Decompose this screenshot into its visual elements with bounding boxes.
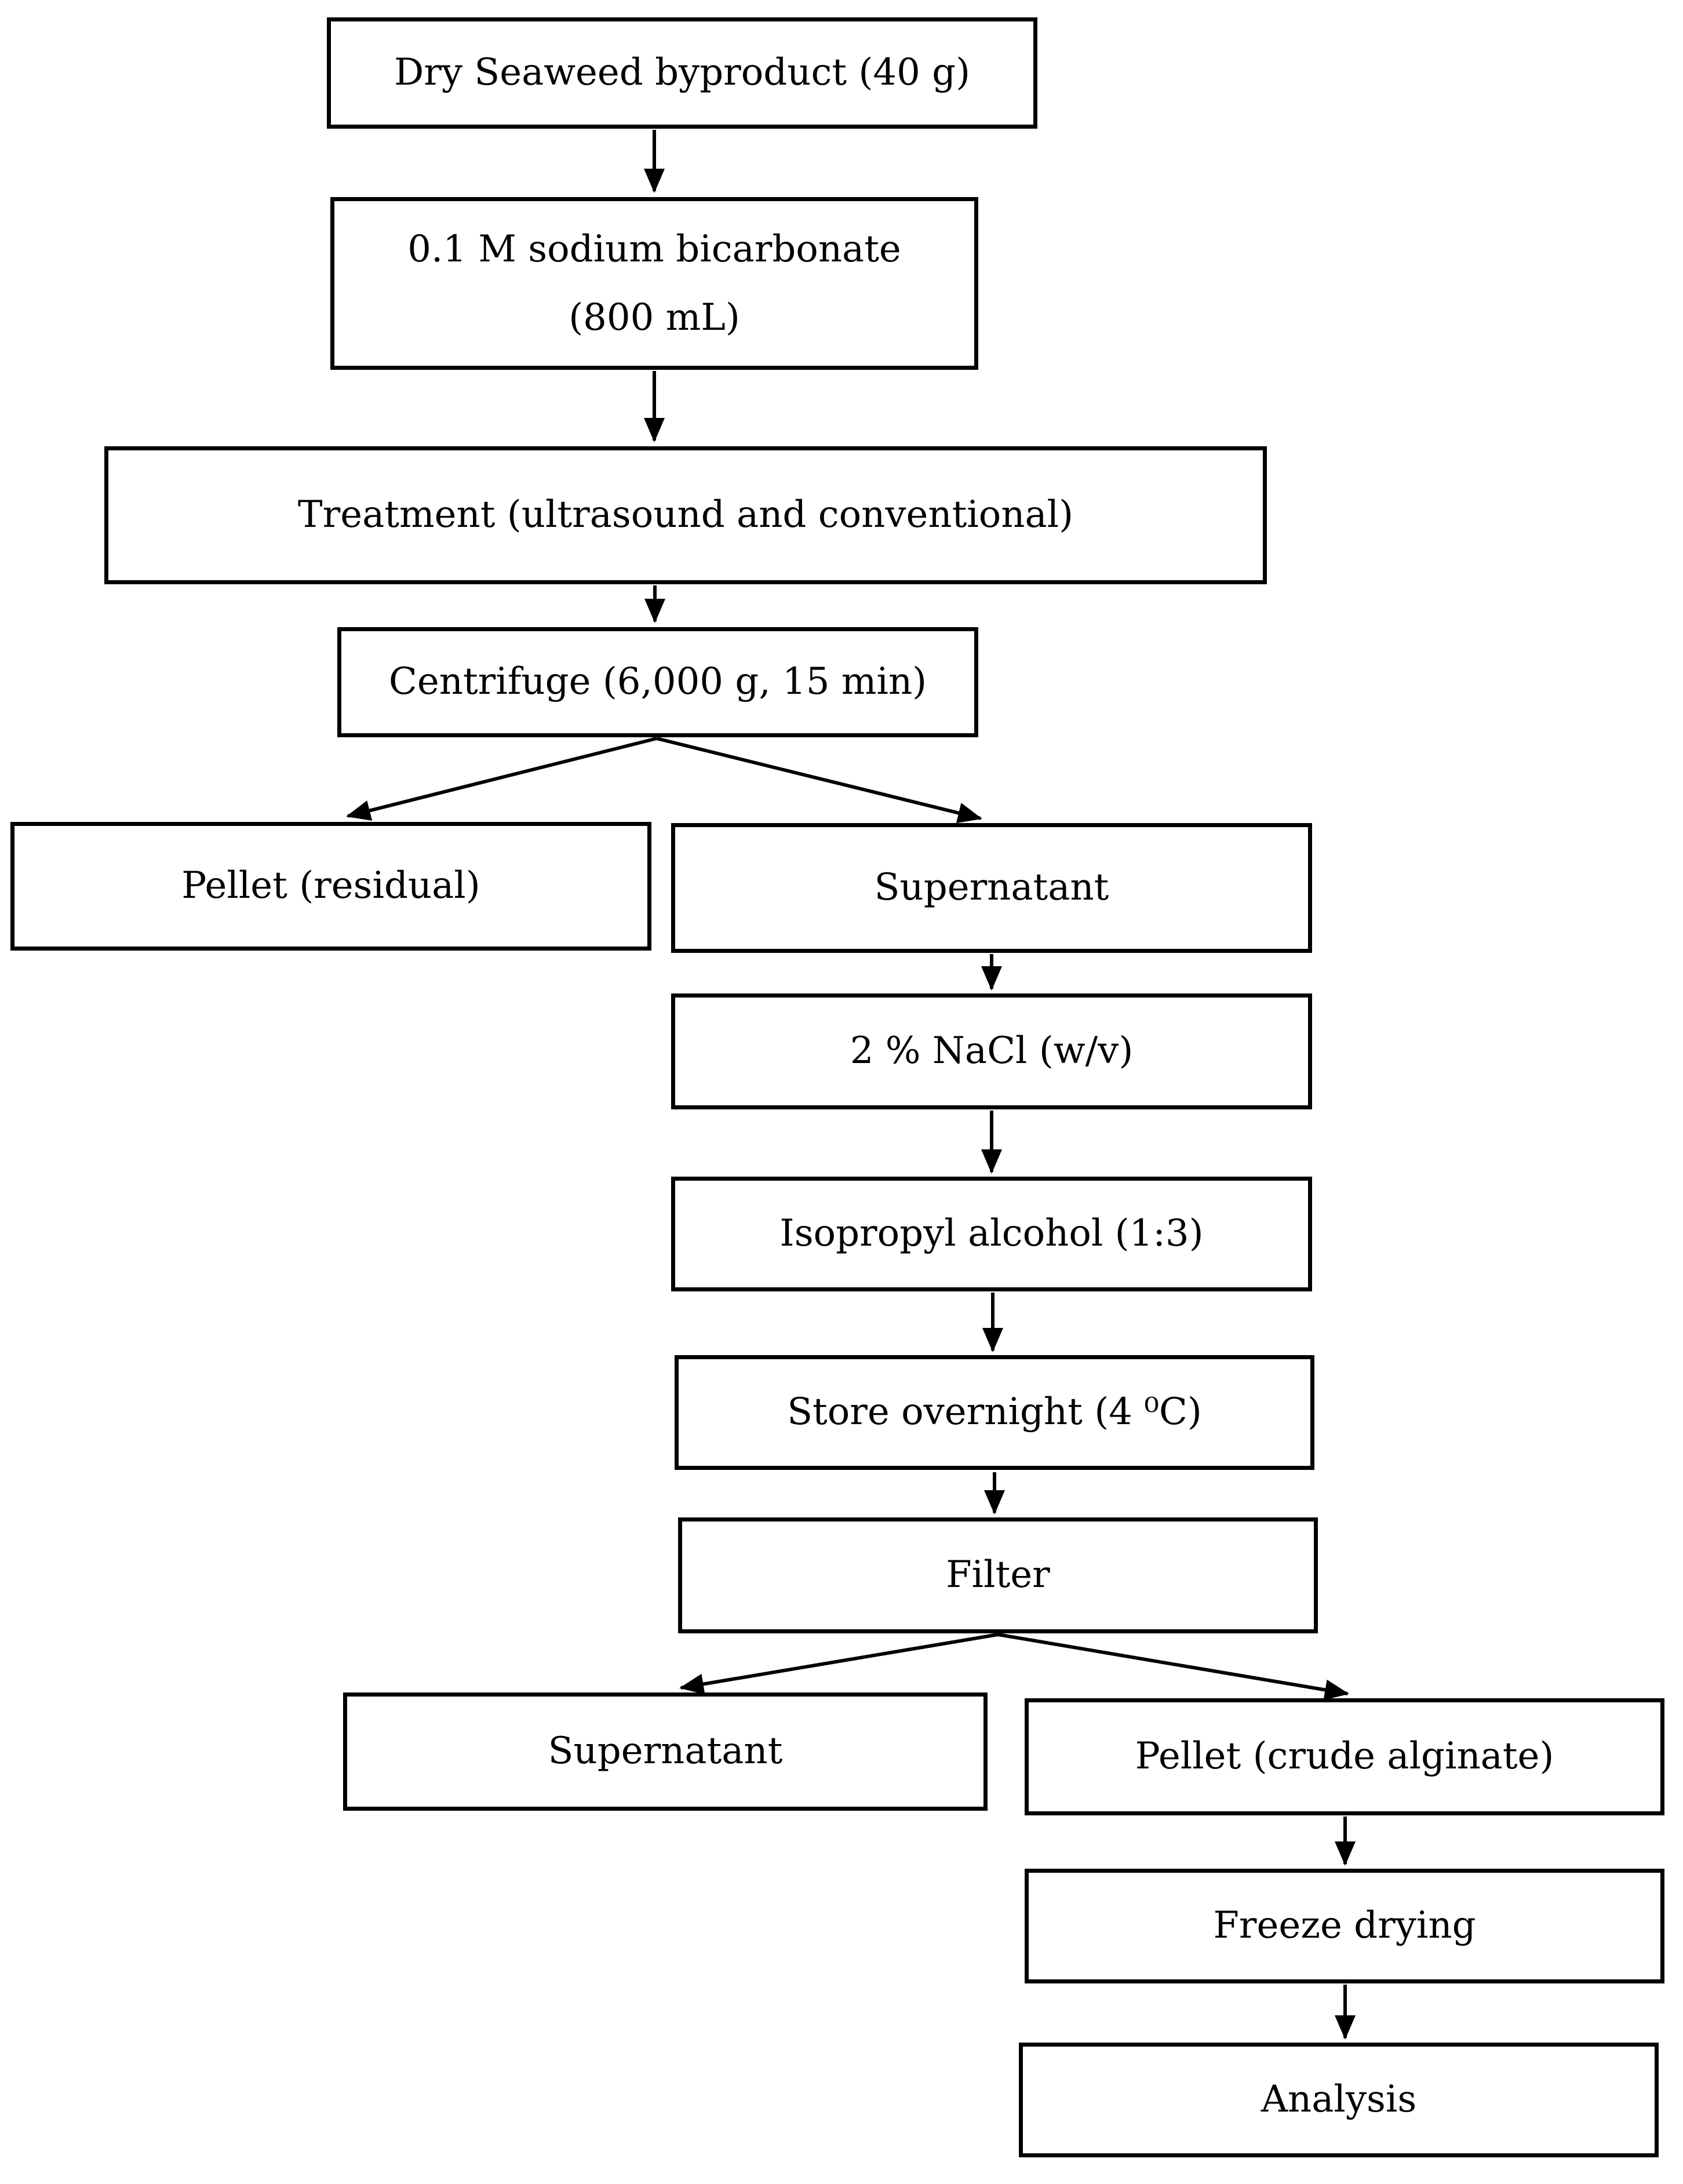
node-label-supernatant-1: Supernatant bbox=[874, 866, 1109, 909]
node-label-dry-seaweed-byproduct: Dry Seaweed byproduct (40 g) bbox=[394, 51, 971, 94]
node-isopropyl-alcohol: Isopropyl alcohol (1:3) bbox=[671, 1177, 1312, 1291]
node-pellet-residual: Pellet (residual) bbox=[10, 822, 651, 951]
node-centrifuge: Centrifuge (6,000 g, 15 min) bbox=[337, 627, 978, 737]
node-analysis: Analysis bbox=[1019, 2043, 1659, 2157]
node-nacl: 2 % NaCl (w/v) bbox=[671, 993, 1312, 1109]
node-label-filter: Filter bbox=[946, 1553, 1050, 1597]
node-dry-seaweed-byproduct: Dry Seaweed byproduct (40 g) bbox=[327, 17, 1037, 129]
node-pellet-crude-alginate: Pellet (crude alginate) bbox=[1025, 1698, 1664, 1815]
arrow-centrifuge-to-pellet-residual bbox=[346, 737, 657, 821]
node-treatment: Treatment (ultrasound and conventional) bbox=[104, 446, 1267, 584]
node-supernatant-1: Supernatant bbox=[671, 823, 1312, 953]
node-label-pellet-residual: Pellet (residual) bbox=[181, 864, 480, 908]
node-label-isopropyl-alcohol: Isopropyl alcohol (1:3) bbox=[779, 1212, 1204, 1255]
node-label-supernatant-2: Supernatant bbox=[548, 1730, 783, 1773]
node-label-treatment: Treatment (ultrasound and conventional) bbox=[297, 493, 1074, 537]
node-label-store-overnight: Store overnight (4 ⁰C) bbox=[787, 1391, 1202, 1434]
node-label-freeze-drying: Freeze drying bbox=[1213, 1904, 1476, 1948]
node-label-centrifuge: Centrifuge (6,000 g, 15 min) bbox=[388, 660, 927, 704]
arrow-filter-to-supernatant-2 bbox=[679, 1633, 999, 1695]
node-supernatant-2: Supernatant bbox=[343, 1692, 988, 1811]
node-filter: Filter bbox=[678, 1517, 1318, 1633]
node-store-overnight: Store overnight (4 ⁰C) bbox=[675, 1355, 1314, 1470]
node-label-nacl: 2 % NaCl (w/v) bbox=[850, 1029, 1134, 1073]
node-label-pellet-crude-alginate: Pellet (crude alginate) bbox=[1135, 1735, 1554, 1778]
node-sodium-bicarbonate: 0.1 M sodium bicarbonate (800 mL) bbox=[330, 197, 978, 370]
node-label-analysis: Analysis bbox=[1261, 2078, 1417, 2121]
node-label-sodium-bicarbonate: 0.1 M sodium bicarbonate (800 mL) bbox=[407, 227, 901, 339]
arrow-centrifuge-to-supernatant-1 bbox=[656, 737, 982, 824]
arrow-filter-to-pellet-crude bbox=[997, 1633, 1349, 1701]
node-freeze-drying: Freeze drying bbox=[1025, 1869, 1664, 1983]
